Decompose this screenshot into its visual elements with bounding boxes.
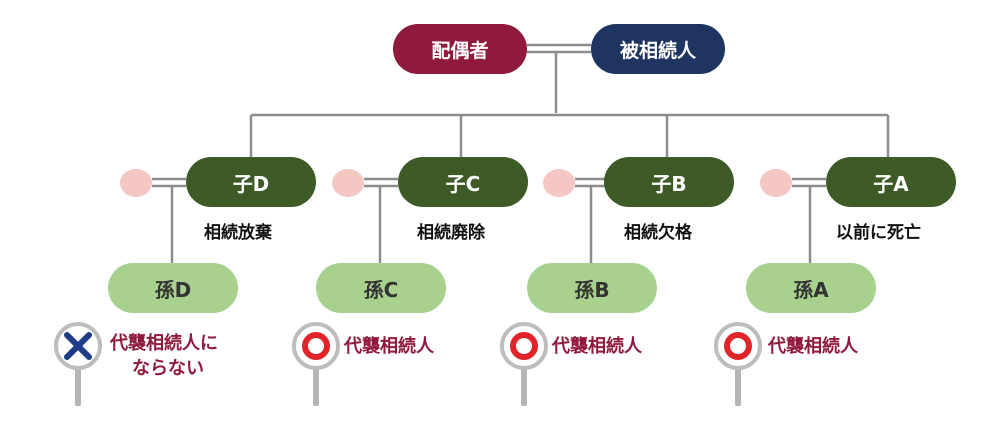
grandchild-d-result-line1: 代襲相続人に (110, 333, 218, 354)
grandchild-b-result-line1: 代襲相続人 (552, 336, 642, 357)
child-c-node: 子C (398, 157, 528, 207)
child-b-node: 子B (604, 157, 734, 207)
child-b-label: 子B (651, 171, 687, 196)
grandchild-a-node: 孫A (746, 263, 876, 313)
grandchild-c-result-line1: 代襲相続人 (344, 336, 434, 357)
grandchild-d-result-line2: ならない (132, 358, 204, 379)
child-c-spouse-marker (332, 169, 364, 197)
decedent-node: 被相続人 (591, 24, 725, 74)
grandchild-d-result: 代襲相続人に ならない (110, 331, 218, 381)
grandchild-a-label: 孫A (793, 277, 829, 302)
grandchild-b-label: 孫B (574, 277, 610, 302)
grandchild-a-result: 代襲相続人 (768, 334, 858, 359)
child-c-label: 子C (445, 171, 481, 196)
circle-icon (500, 322, 548, 406)
grandchild-d-node: 孫D (108, 263, 238, 313)
child-d-status: 相続放棄 (204, 223, 272, 243)
circle-icon (714, 322, 762, 406)
child-c-status: 相続廃除 (417, 223, 485, 243)
grandchild-d-label: 孫D (154, 277, 192, 302)
child-a-node: 子A (826, 157, 956, 207)
grandchild-a-result-line1: 代襲相続人 (768, 336, 858, 357)
cross-icon (54, 322, 102, 406)
grandchild-c-label: 孫C (363, 277, 399, 302)
child-d-spouse-marker (120, 169, 152, 197)
child-d-node: 子D (186, 157, 316, 207)
child-a-label: 子A (873, 171, 909, 196)
grandchild-c-node: 孫C (316, 263, 446, 313)
grandchild-b-result: 代襲相続人 (552, 334, 642, 359)
grandchild-b-node: 孫B (527, 263, 657, 313)
child-b-status: 相続欠格 (624, 223, 692, 243)
spouse-node: 配偶者 (393, 24, 527, 74)
spouse-label: 配偶者 (431, 39, 489, 62)
circle-icon (292, 322, 340, 406)
decedent-label: 被相続人 (619, 39, 696, 62)
child-b-spouse-marker (543, 169, 575, 197)
child-a-spouse-marker (760, 169, 792, 197)
child-d-label: 子D (232, 171, 270, 196)
grandchild-c-result: 代襲相続人 (344, 334, 434, 359)
child-a-status: 以前に死亡 (836, 223, 921, 243)
